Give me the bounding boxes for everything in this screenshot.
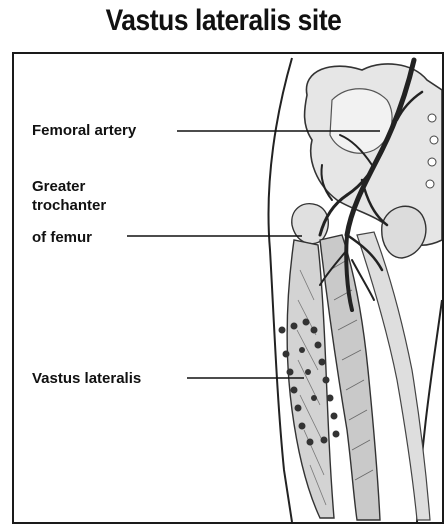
diagram-title: Vastus lateralis site xyxy=(27,4,420,38)
illustration-frame: Femoral artery Greater trochanter of fem… xyxy=(12,52,444,524)
greater-trochanter-label-line3: of femur xyxy=(32,229,92,247)
femoral-artery-label: Femoral artery xyxy=(32,122,136,140)
greater-trochanter-label-line1: Greater xyxy=(32,178,85,196)
vastus-lateralis-label: Vastus lateralis xyxy=(32,370,141,388)
greater-trochanter-label-line2: trochanter xyxy=(32,197,106,215)
femoral-head xyxy=(382,206,426,258)
